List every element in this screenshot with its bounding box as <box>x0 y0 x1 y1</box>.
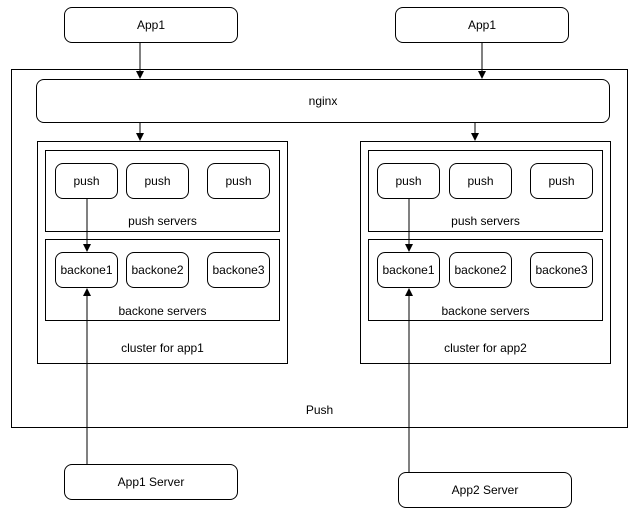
cluster-app1-push-node-3[interactable]: push <box>207 163 270 199</box>
push-node-label: push <box>73 174 100 188</box>
cluster-app2-push-node-1[interactable]: push <box>377 163 440 199</box>
push-node-label: push <box>225 174 252 188</box>
push-node-label: push <box>144 174 171 188</box>
nginx-label: nginx <box>308 94 338 108</box>
cluster-app1-label: cluster for app1 <box>121 341 204 355</box>
app1-top-right-label: App1 <box>467 18 497 32</box>
push-node-label: push <box>395 174 422 188</box>
app1-top-left[interactable]: App1 <box>64 7 238 43</box>
cluster-app1-backone3[interactable]: backone3 <box>207 252 270 288</box>
cluster-app1-push-node-2[interactable]: push <box>126 163 189 199</box>
backone-node-label: backone3 <box>212 263 265 277</box>
cluster-app1-push-node-1[interactable]: push <box>55 163 118 199</box>
backone-node-label: backone3 <box>535 263 588 277</box>
cluster-app2-backone2[interactable]: backone2 <box>449 252 512 288</box>
app1-server-box[interactable]: App1 Server <box>64 464 238 500</box>
app2-server-label: App2 Server <box>451 483 519 497</box>
cluster-app2-push-node-2[interactable]: push <box>449 163 512 199</box>
backone-node-label: backone1 <box>382 263 435 277</box>
push-node-label: push <box>548 174 575 188</box>
backone-node-label: backone2 <box>131 263 184 277</box>
cluster-app2-backone3[interactable]: backone3 <box>530 252 593 288</box>
cluster-app1-backone1[interactable]: backone1 <box>55 252 118 288</box>
app1-top-left-label: App1 <box>136 18 166 32</box>
cluster-app2-label: cluster for app2 <box>444 341 527 355</box>
cluster-app2-push-servers-label: push servers <box>451 214 520 228</box>
cluster-app1-backone-servers-label: backone servers <box>118 304 207 318</box>
cluster-app2-backone1[interactable]: backone1 <box>377 252 440 288</box>
backone-node-label: backone1 <box>60 263 113 277</box>
cluster-app1-push-servers-label: push servers <box>128 214 197 228</box>
cluster-app1-backone2[interactable]: backone2 <box>126 252 189 288</box>
cluster-app2-backone-servers-label: backone servers <box>441 304 530 318</box>
app2-server-box[interactable]: App2 Server <box>398 472 572 508</box>
app1-server-label: App1 Server <box>117 475 185 489</box>
nginx-box[interactable]: nginx <box>36 79 610 123</box>
app1-top-right[interactable]: App1 <box>395 7 569 43</box>
push-container-label: Push <box>305 403 334 417</box>
cluster-app2-push-node-3[interactable]: push <box>530 163 593 199</box>
push-node-label: push <box>467 174 494 188</box>
backone-node-label: backone2 <box>454 263 507 277</box>
